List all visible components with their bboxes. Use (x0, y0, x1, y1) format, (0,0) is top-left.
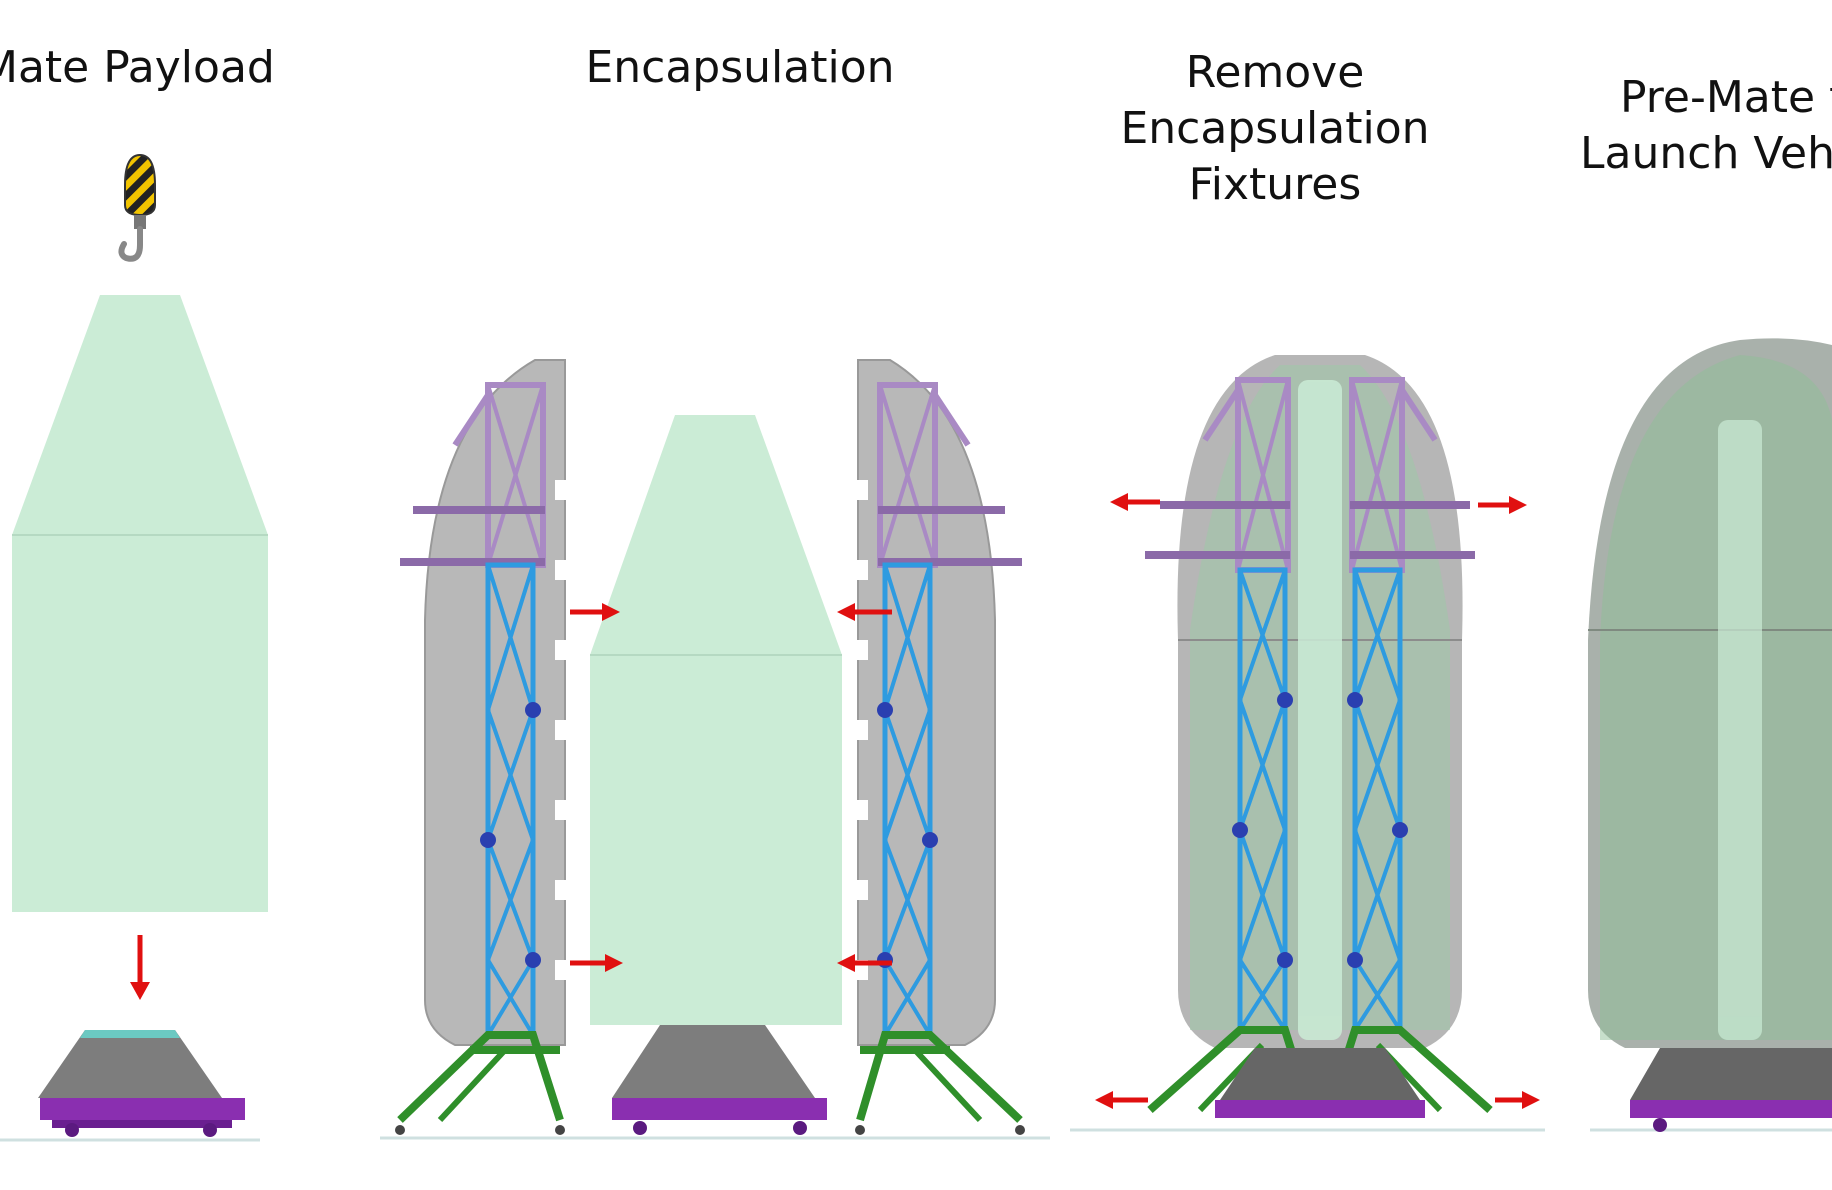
arrow-right-icon (1478, 496, 1540, 1109)
step-1-title-line-1: Mate Payload (0, 42, 275, 93)
step-4-pre-mate (1588, 338, 1832, 1132)
arrow-left-icon (837, 603, 892, 972)
step-2-title-line-1: Encapsulation (585, 42, 895, 93)
step-3-title-line-1: Remove (1185, 47, 1365, 98)
step-3-title-line-3: Fixtures (1188, 159, 1362, 210)
step-4-title-line-2: Launch Vehi (1580, 128, 1832, 179)
left-truss-fixture-3 (1145, 377, 1314, 1113)
arrow-down-icon (130, 935, 150, 1000)
crane-hook-icon (118, 153, 156, 262)
step-4-title-line-1: Pre-Mate t (1620, 72, 1832, 123)
step-3-remove-fixtures (1095, 355, 1540, 1118)
right-truss-fixture-3 (1326, 377, 1493, 1113)
step-2-encapsulation (395, 359, 1025, 1135)
encapsulated-payload-shape (590, 415, 842, 1025)
step-4-title: Pre-Mate t Launch Vehi (1580, 70, 1832, 182)
step-3-title: Remove Encapsulation Fixtures (1110, 45, 1440, 213)
payload-adapter-cart (38, 1030, 245, 1137)
left-fairing-half (424, 359, 566, 1046)
step-1-title: Mate Payload (0, 40, 280, 96)
right-truss-fixture (855, 382, 1025, 1135)
arrow-right-icon (570, 603, 623, 972)
payload-adapter-cart-2 (612, 1025, 827, 1135)
left-truss-fixture (395, 382, 565, 1135)
step-3-title-line-2: Encapsulation (1120, 103, 1430, 154)
step-1-mate-payload (12, 153, 268, 1137)
arrow-left-icon (1095, 493, 1160, 1109)
step-2-title: Encapsulation (580, 40, 900, 96)
payload-shape (12, 295, 268, 912)
